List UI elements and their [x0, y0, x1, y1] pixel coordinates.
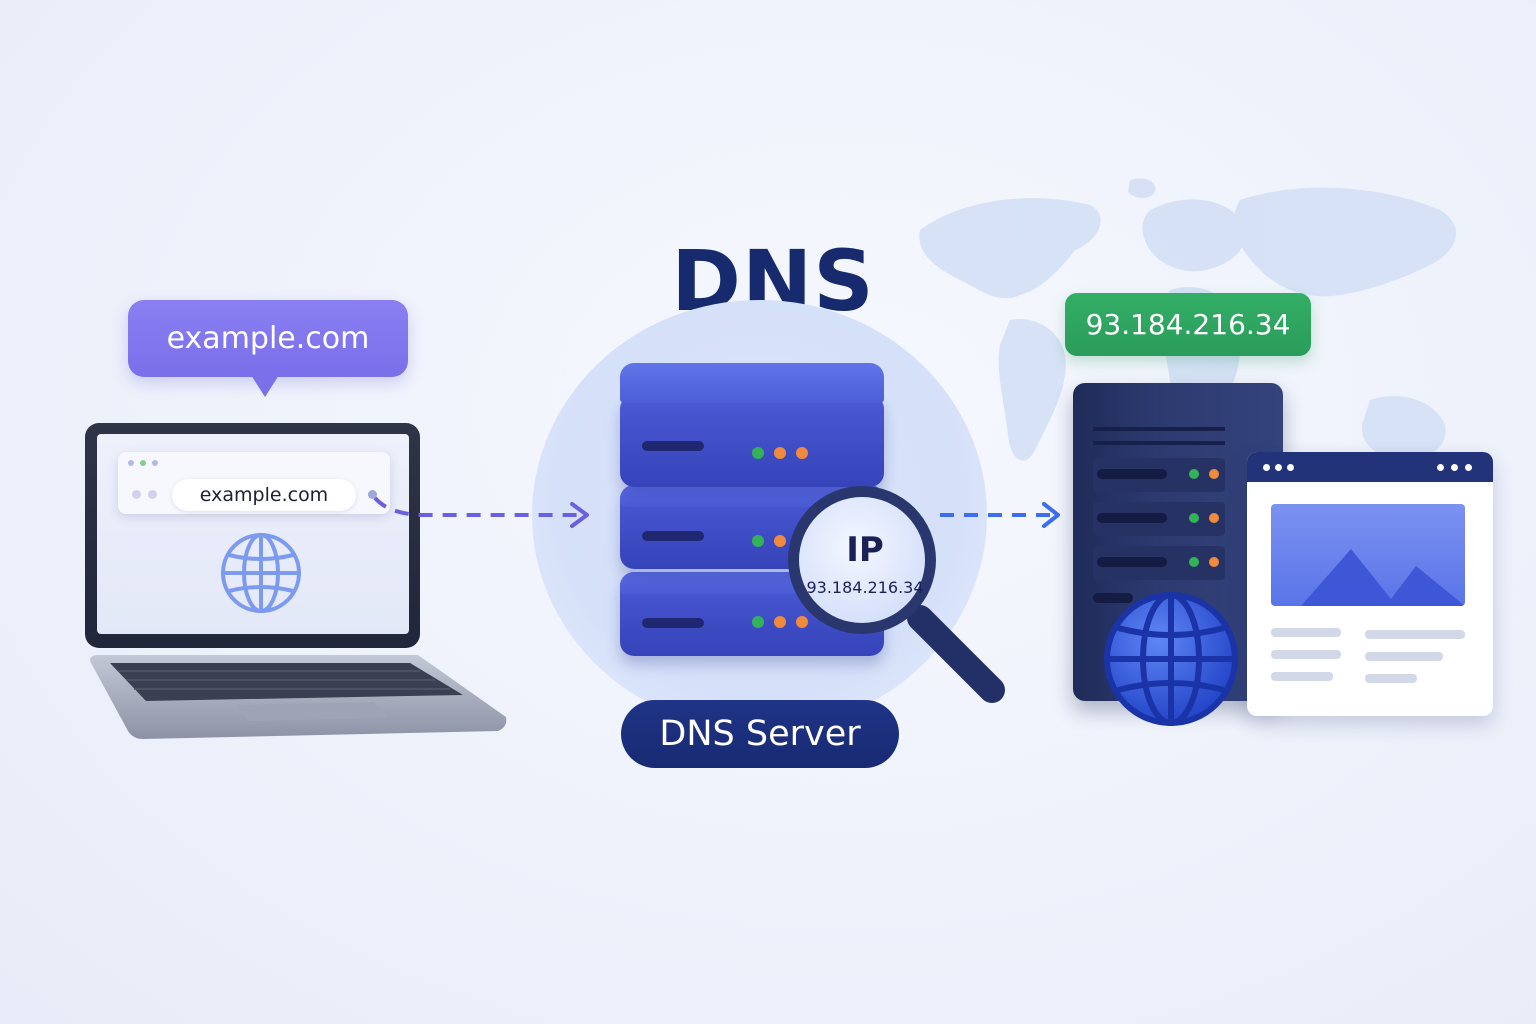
domain-speech-bubble: example.com — [128, 300, 408, 377]
website-titlebar — [1247, 452, 1493, 482]
browser-dot — [128, 460, 134, 466]
response-arrow — [940, 502, 1060, 528]
image-placeholder-icon — [1271, 504, 1465, 606]
browser-dot — [152, 460, 158, 466]
dns-server-label: DNS Server — [621, 700, 899, 768]
ip-label: IP — [846, 530, 884, 570]
url-field[interactable]: example.com — [172, 479, 356, 511]
laptop-keyboard-base — [90, 655, 507, 739]
server-icon — [620, 363, 884, 487]
ip-address: 93.184.216.34 — [806, 578, 924, 597]
magnifier-icon — [788, 486, 1005, 703]
browser-dot — [140, 460, 146, 466]
browser-nav-dot — [132, 490, 141, 499]
globe-icon — [221, 533, 301, 613]
browser-nav-dot — [148, 490, 157, 499]
request-arrow — [373, 496, 589, 528]
globe-icon — [1104, 592, 1238, 726]
browser-action-dot — [368, 490, 377, 499]
website-icon — [1247, 452, 1493, 716]
speech-bubble-tail — [251, 375, 279, 397]
ip-badge: 93.184.216.34 — [1065, 293, 1311, 356]
